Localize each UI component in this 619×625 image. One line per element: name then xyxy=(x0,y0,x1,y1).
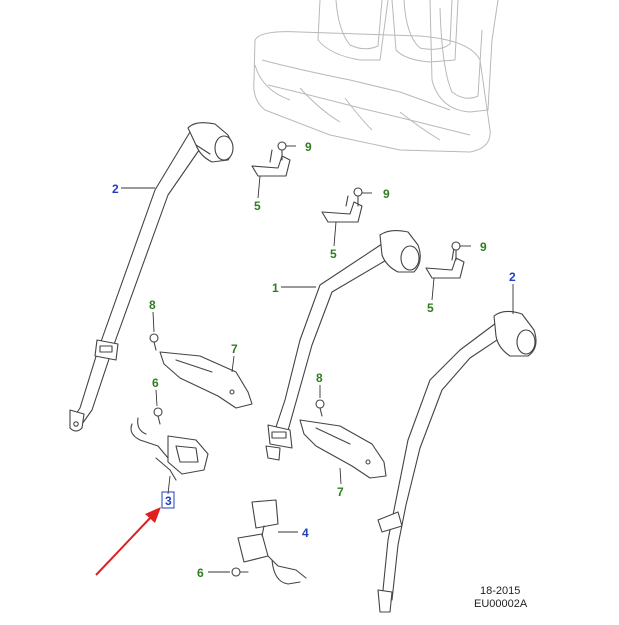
callout-6-left: 6 xyxy=(152,376,159,390)
callout-labels: 2 9 5 9 5 9 5 1 2 8 7 6 8 7 3 4 6 xyxy=(112,140,516,580)
callout-5-middle: 5 xyxy=(330,247,337,261)
callout-4: 4 xyxy=(302,526,309,540)
callout-5-top: 5 xyxy=(254,199,261,213)
callout-7-left: 7 xyxy=(231,342,238,356)
seat-belt-left-outer xyxy=(69,122,234,432)
figure-date-code: 18-2015 xyxy=(480,585,520,597)
bolt-8a xyxy=(149,333,159,351)
callout-7-center: 7 xyxy=(337,485,344,499)
callout-9-right: 9 xyxy=(480,240,487,254)
highlight-arrow xyxy=(95,507,161,576)
bracket-5a xyxy=(251,149,291,177)
seat-belt-right-outer xyxy=(377,310,537,613)
callout-9-middle: 9 xyxy=(383,187,390,201)
callout-8-left: 8 xyxy=(149,298,156,312)
figure-reference-code: EU00002A xyxy=(474,598,528,610)
callout-3: 3 xyxy=(165,494,172,508)
bolt-6b xyxy=(231,567,249,577)
seat-belt-center xyxy=(265,229,421,461)
callout-2-left: 2 xyxy=(112,182,119,196)
bracket-5b xyxy=(321,195,363,223)
rear-seat-illustration xyxy=(253,0,499,153)
callout-5-right: 5 xyxy=(427,301,434,315)
callout-9-top: 9 xyxy=(305,140,312,154)
buckle-assembly-3 xyxy=(130,417,209,481)
callout-6-bottom: 6 xyxy=(197,566,204,580)
callout-8-center: 8 xyxy=(316,371,323,385)
buckle-plate-7a xyxy=(159,351,253,409)
bolt-9b xyxy=(353,187,363,207)
callout-1: 1 xyxy=(272,281,279,295)
leader-lines xyxy=(121,145,514,573)
buckle-plate-7b xyxy=(299,419,387,479)
bolt-8b xyxy=(315,399,325,417)
bolt-6a xyxy=(153,407,163,425)
bracket-5c xyxy=(425,247,465,279)
buckle-assembly-4 xyxy=(237,499,307,585)
callout-3-highlight-box xyxy=(161,491,175,509)
callout-2-right: 2 xyxy=(509,270,516,284)
